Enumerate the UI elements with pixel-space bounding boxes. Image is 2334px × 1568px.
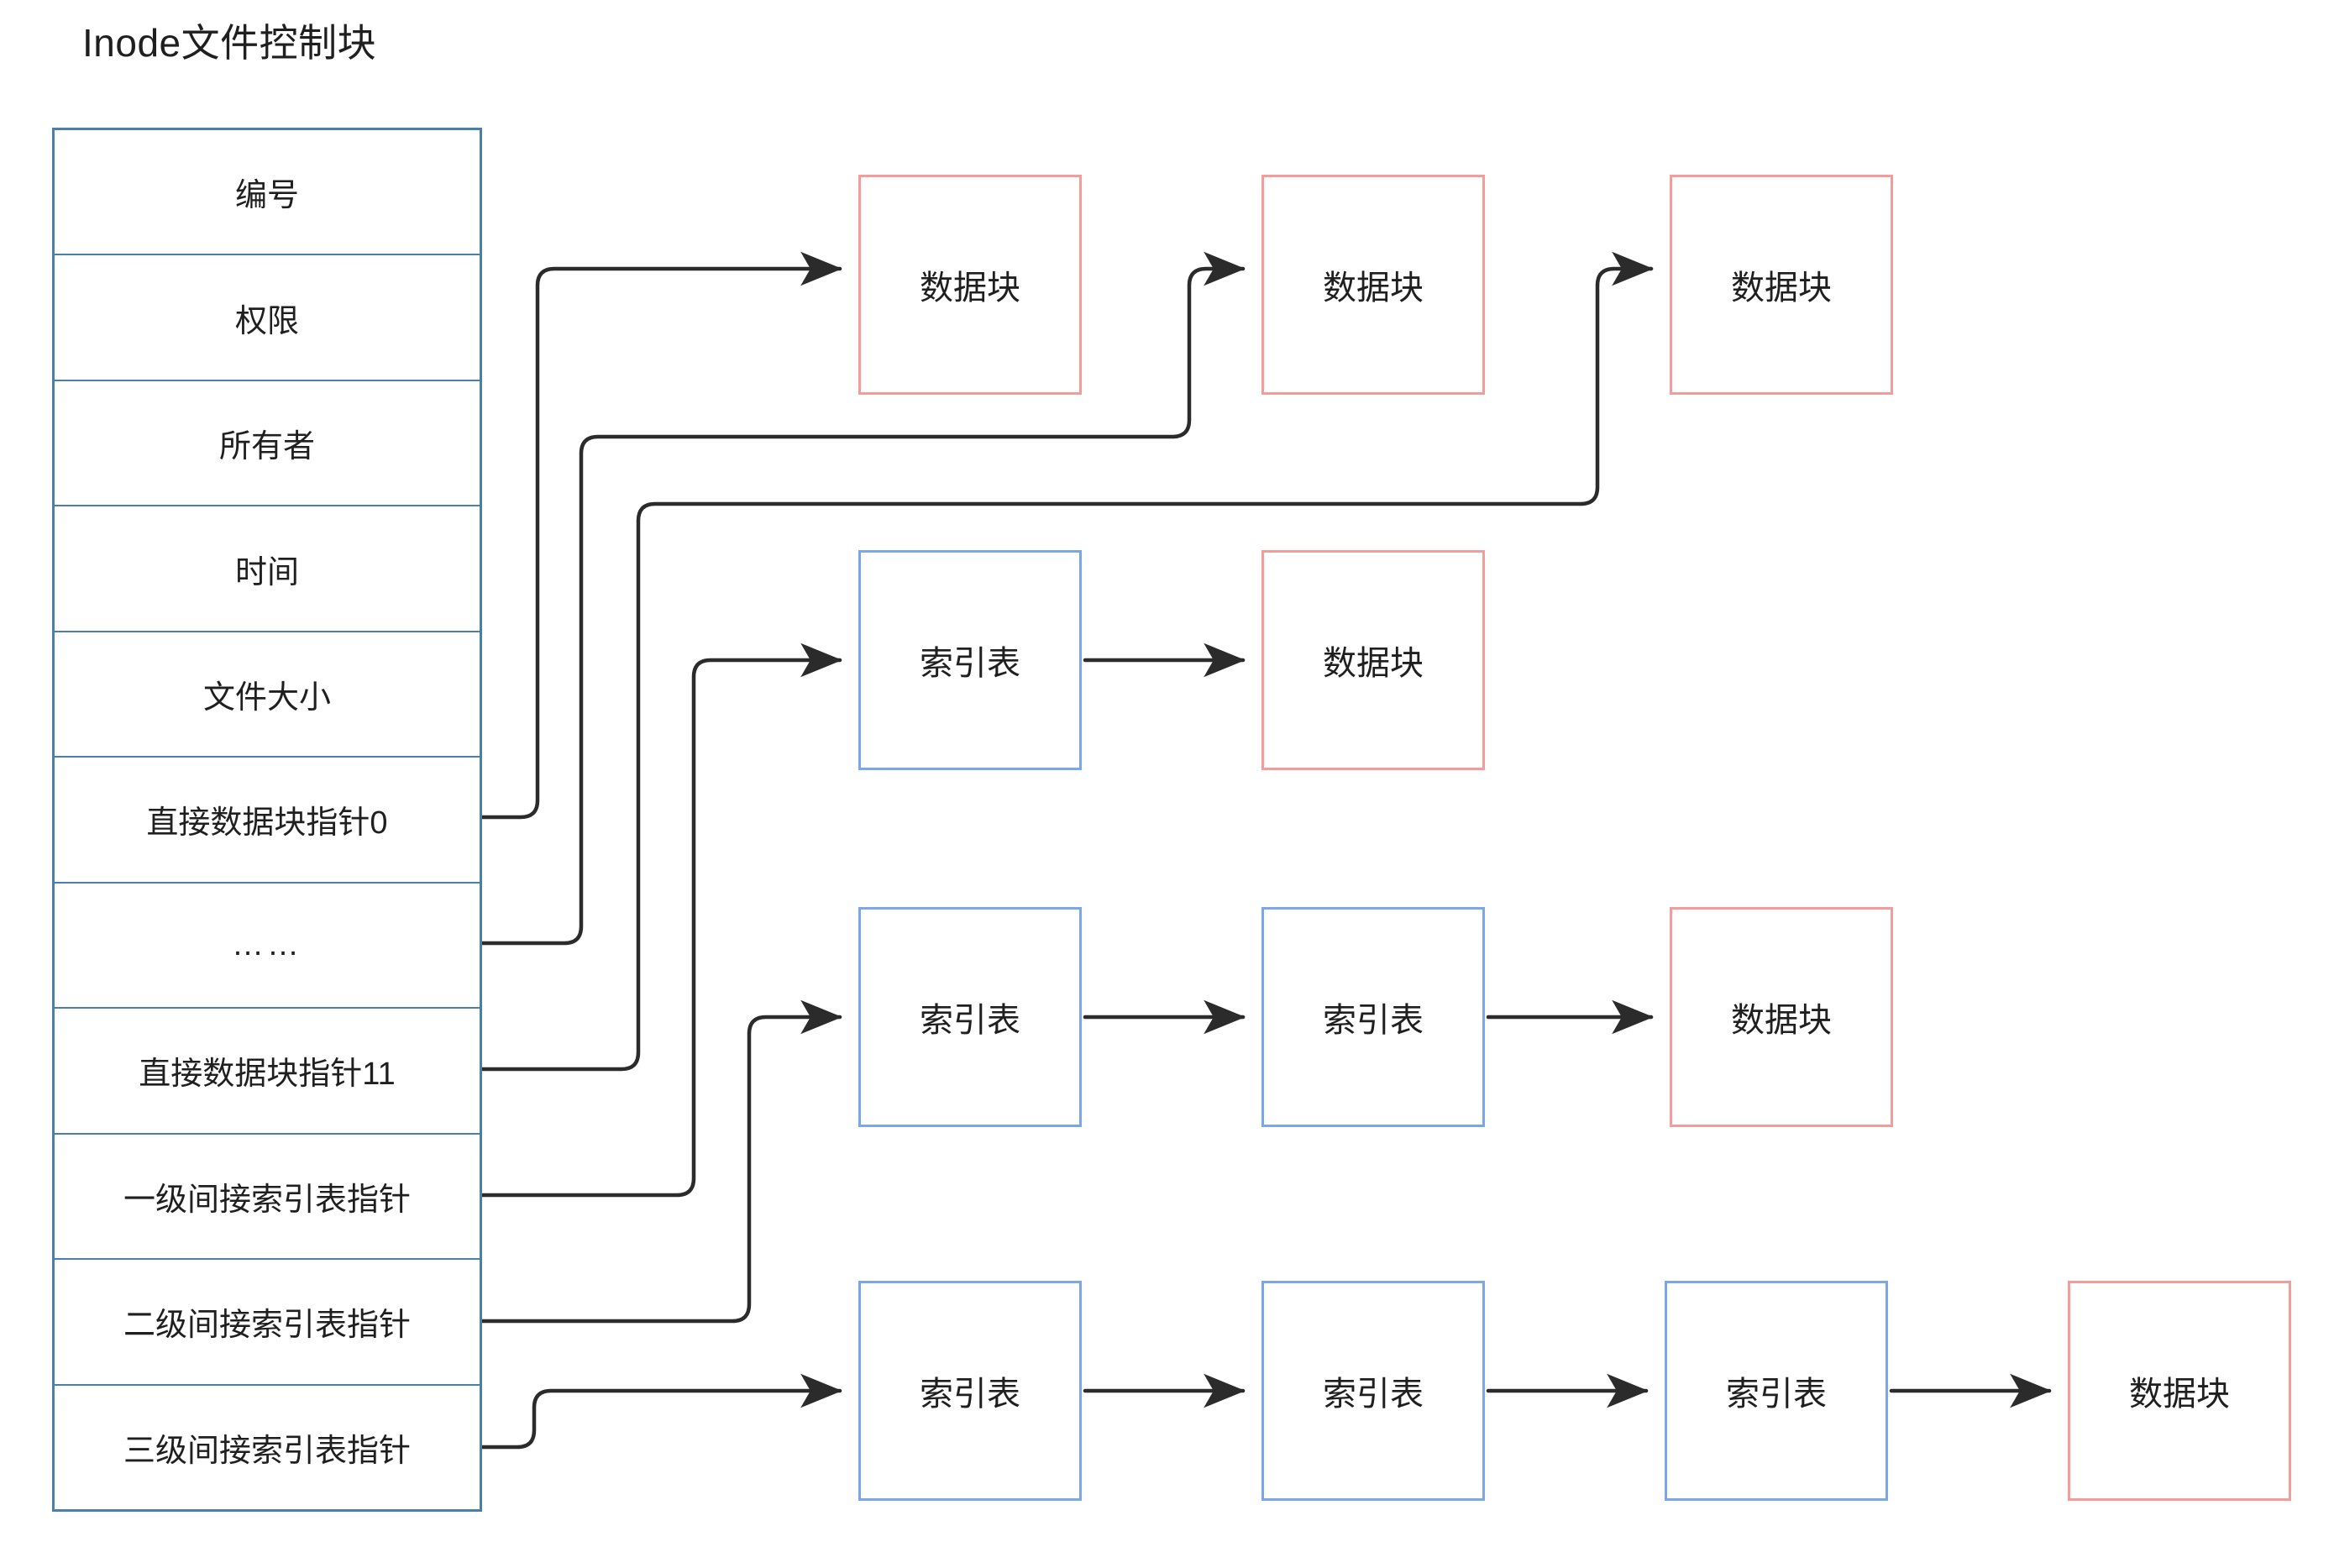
- connector-direct0-to-datablock1: [480, 251, 842, 820]
- data-block-double-indirect[interactable]: 数据块: [1670, 907, 1893, 1127]
- connector-triple-indirect-to-indextable: [480, 1373, 842, 1450]
- index-table-double-indirect-2[interactable]: 索引表: [1261, 907, 1485, 1127]
- inode-row-triple-indirect-ptr[interactable]: 三级间接索引表指针: [55, 1385, 480, 1509]
- data-block-direct-2[interactable]: 数据块: [1261, 175, 1485, 395]
- index-table-triple-indirect-3[interactable]: 索引表: [1665, 1281, 1888, 1501]
- index-table-double-indirect-1[interactable]: 索引表: [858, 907, 1082, 1127]
- connector-single-indirect-to-indextable: [480, 642, 842, 1198]
- data-block-single-indirect[interactable]: 数据块: [1261, 550, 1485, 770]
- inode-table: 编号 权限 所有者 时间 文件大小 直接数据块指针0 …… 直接数据块指针11 …: [52, 128, 482, 1512]
- index-table-single-indirect-1[interactable]: 索引表: [858, 550, 1082, 770]
- inode-row-filesize[interactable]: 文件大小: [55, 632, 480, 758]
- page-title: Inode文件控制块: [82, 21, 377, 65]
- inode-row-number[interactable]: 编号: [55, 130, 480, 256]
- inode-row-double-indirect-ptr[interactable]: 二级间接索引表指针: [55, 1260, 480, 1386]
- inode-row-direct-ptr-11[interactable]: 直接数据块指针11: [55, 1009, 480, 1135]
- connector-double-indirect-to-indextable: [480, 999, 842, 1324]
- inode-row-owner[interactable]: 所有者: [55, 380, 480, 507]
- index-table-triple-indirect-2[interactable]: 索引表: [1261, 1281, 1485, 1501]
- inode-row-time[interactable]: 时间: [55, 506, 480, 632]
- data-block-direct-1[interactable]: 数据块: [858, 175, 1082, 395]
- inode-row-ellipsis[interactable]: ……: [55, 883, 480, 1009]
- index-table-triple-indirect-1[interactable]: 索引表: [858, 1281, 1082, 1501]
- data-block-direct-3[interactable]: 数据块: [1670, 175, 1893, 395]
- inode-row-single-indirect-ptr[interactable]: 一级间接索引表指针: [55, 1134, 480, 1261]
- data-block-triple-indirect[interactable]: 数据块: [2068, 1281, 2291, 1501]
- inode-row-direct-ptr-0[interactable]: 直接数据块指针0: [55, 758, 480, 884]
- inode-row-permission[interactable]: 权限: [55, 255, 480, 381]
